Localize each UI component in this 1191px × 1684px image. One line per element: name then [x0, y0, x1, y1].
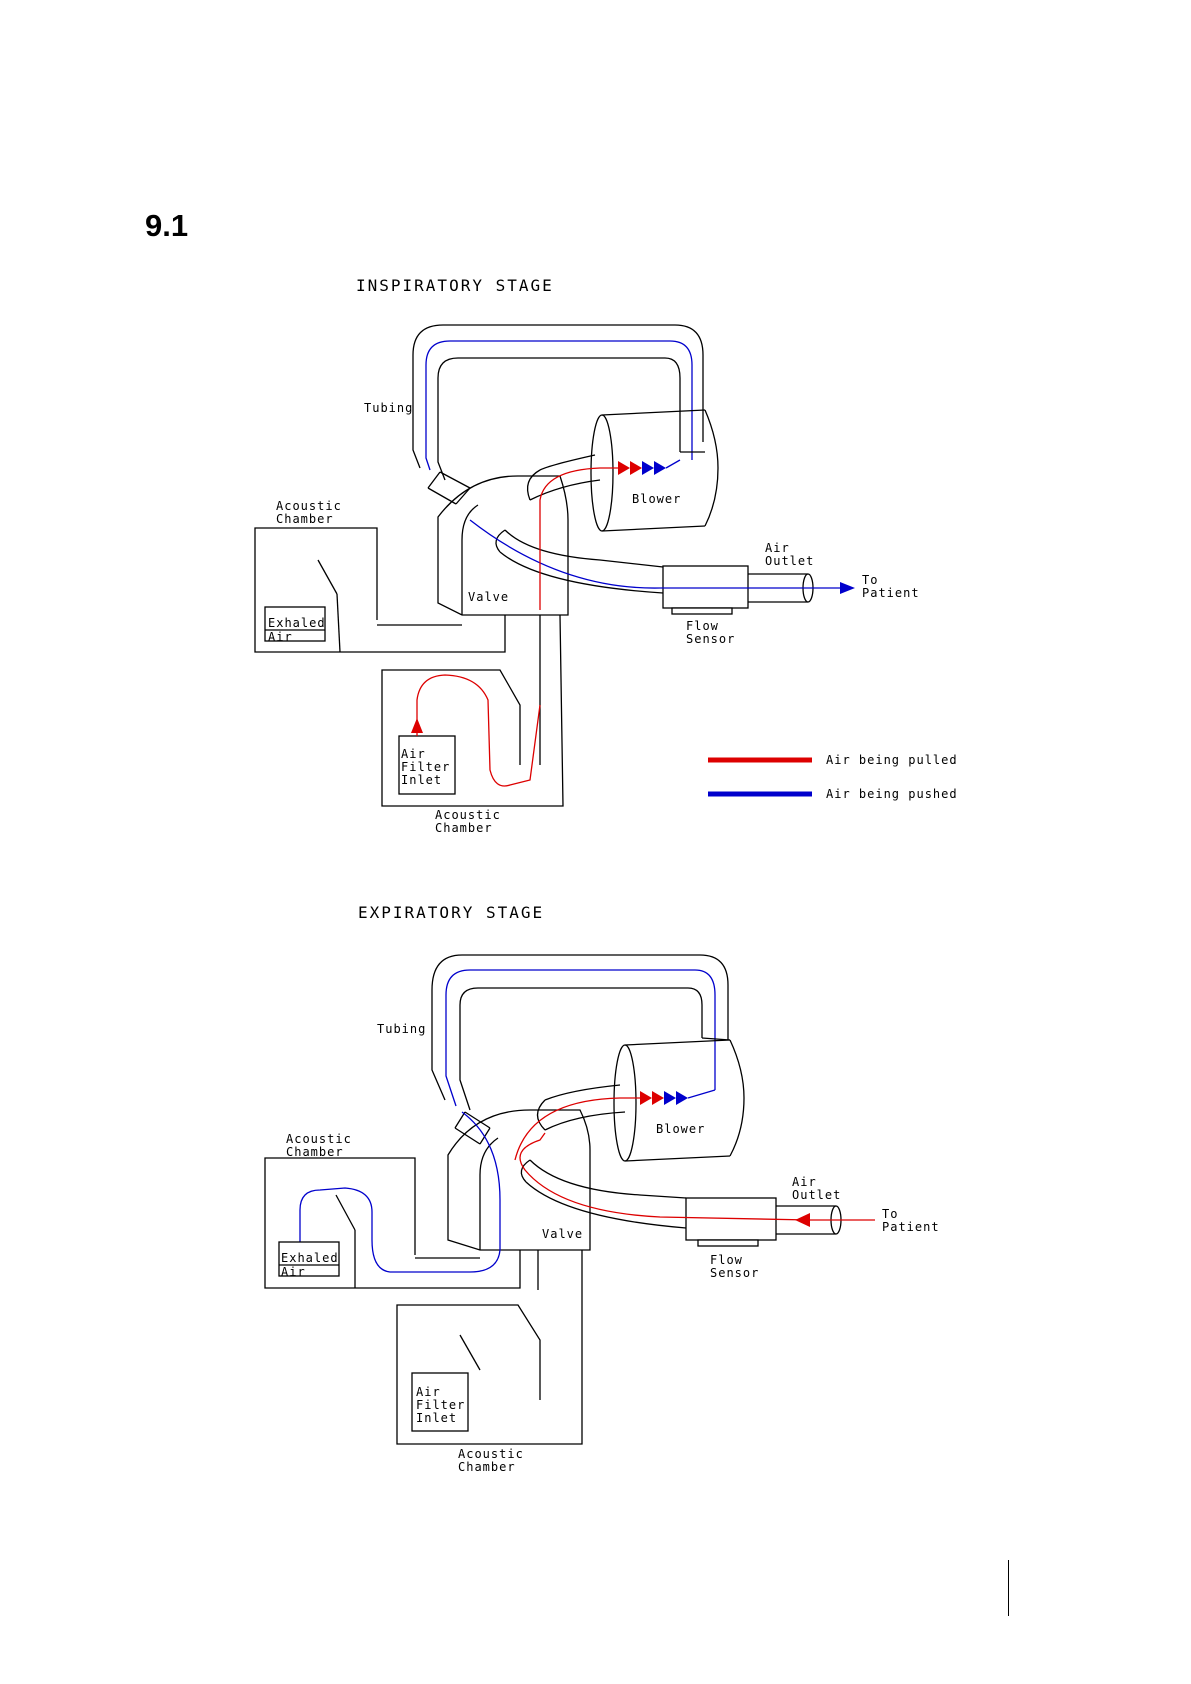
outlet-pipe-end — [495, 529, 506, 553]
tubing-flow-pushed — [445, 969, 716, 1107]
tubing-inner — [437, 357, 681, 481]
acoustic-chamber-bottom: Air Filter Inlet Acoustic Chamber — [396, 1250, 583, 1474]
acoustic-top-label-1: Acoustic — [276, 499, 342, 513]
filter-label-2: Filter — [416, 1398, 465, 1412]
flow-sensor-label-1: Flow — [710, 1253, 743, 1267]
blower-label: Blower — [656, 1122, 705, 1136]
valve: Valve — [447, 1084, 626, 1251]
acoustic-top-label-2: Chamber — [276, 512, 334, 526]
acoustic-bottom-label-1: Acoustic — [435, 808, 501, 822]
exhaled-label-1: Exhaled — [281, 1251, 339, 1265]
outlet-pipe-bottom — [525, 1181, 687, 1229]
acoustic-bottom-label-1: Acoustic — [458, 1447, 524, 1461]
flow-sensor-base — [671, 607, 733, 615]
page-margin-rule — [1008, 1560, 1009, 1616]
outlet-pipe-top — [504, 529, 664, 568]
inlet-arrow — [411, 718, 423, 733]
exhaled-label-2: Air — [268, 630, 293, 644]
blower: Blower — [590, 409, 719, 532]
valve-label: Valve — [468, 590, 509, 604]
to-patient-label-1: To — [862, 573, 878, 587]
air-outlet-label-1: Air — [792, 1175, 817, 1189]
air-outlet-label-2: Outlet — [792, 1188, 841, 1202]
flow-sensor-label-1: Flow — [686, 619, 719, 633]
legend-pushed-label: Air being pushed — [826, 787, 958, 801]
to-patient-label-2: Patient — [862, 586, 920, 600]
acoustic-bottom-label-2: Chamber — [458, 1460, 516, 1474]
tubing-flow-pushed — [425, 340, 693, 471]
blower: Blower — [613, 1037, 745, 1162]
filter-label-1: Air — [401, 747, 426, 761]
tubing-inner — [459, 987, 703, 1111]
outlet-pipe-end — [520, 1159, 531, 1183]
filter-label-3: Inlet — [416, 1411, 457, 1425]
acoustic-top-label-1: Acoustic — [286, 1132, 352, 1146]
valve: Valve — [437, 454, 601, 616]
tubing-outer — [431, 954, 729, 1101]
outlet-pipe-top — [529, 1159, 687, 1199]
legend: Air being pulled Air being pushed — [708, 753, 958, 801]
pulled-flow-patient — [519, 1132, 875, 1221]
to-patient-label-2: Patient — [882, 1220, 940, 1234]
air-outlet-label-2: Outlet — [765, 554, 814, 568]
to-patient-arrow — [840, 582, 855, 594]
to-patient-label-1: To — [882, 1207, 898, 1221]
blower-label: Blower — [632, 492, 681, 506]
acoustic-chamber-bottom: Air Filter Inlet Acoustic Chamber — [381, 614, 564, 835]
air-outlet-label-1: Air — [765, 541, 790, 555]
pushed-flow-exhaled — [299, 1111, 501, 1273]
section-number: 9.1 — [145, 208, 189, 243]
flow-sensor-label-2: Sensor — [686, 632, 735, 646]
pulled-flow-blower — [539, 467, 622, 610]
exhaled-label-1: Exhaled — [268, 616, 326, 630]
pulled-flow-blower — [514, 1097, 645, 1161]
legend-pulled-label: Air being pulled — [826, 753, 958, 767]
flow-sensor-base — [697, 1239, 759, 1247]
air-outlet-nozzle — [748, 573, 808, 603]
acoustic-bottom-label-2: Chamber — [435, 821, 493, 835]
pulled-flow-inlet — [416, 674, 541, 787]
tubing-outer — [412, 324, 704, 469]
inspiratory-diagram: INSPIRATORY STAGE Blower Valve — [254, 276, 958, 835]
acoustic-chamber-top: Exhaled Air Acoustic Chamber — [264, 1132, 521, 1289]
outlet-pipe-bottom — [499, 551, 664, 594]
inspiratory-title: INSPIRATORY STAGE — [356, 276, 554, 295]
acoustic-chamber-top: Exhaled Air Acoustic Chamber — [254, 499, 506, 653]
tubing-label: Tubing — [377, 1022, 426, 1036]
acoustic-top-label-2: Chamber — [286, 1145, 344, 1159]
tubing-label: Tubing — [364, 401, 413, 415]
from-patient-arrow — [795, 1213, 810, 1227]
air-outlet-nozzle — [776, 1205, 836, 1235]
filter-label-2: Filter — [401, 760, 450, 774]
flow-sensor-label-2: Sensor — [710, 1266, 759, 1280]
filter-label-3: Inlet — [401, 773, 442, 787]
expiratory-diagram: EXPIRATORY STAGE Blower Valve — [264, 903, 940, 1474]
valve-label: Valve — [542, 1227, 583, 1241]
flow-sensor — [662, 565, 749, 609]
filter-label-1: Air — [416, 1385, 441, 1399]
tubing-coupler — [454, 1111, 491, 1145]
pushed-flow-outlet — [469, 519, 840, 589]
expiratory-title: EXPIRATORY STAGE — [358, 903, 544, 922]
tubing-coupler — [427, 471, 471, 505]
exhaled-label-2: Air — [281, 1265, 306, 1279]
